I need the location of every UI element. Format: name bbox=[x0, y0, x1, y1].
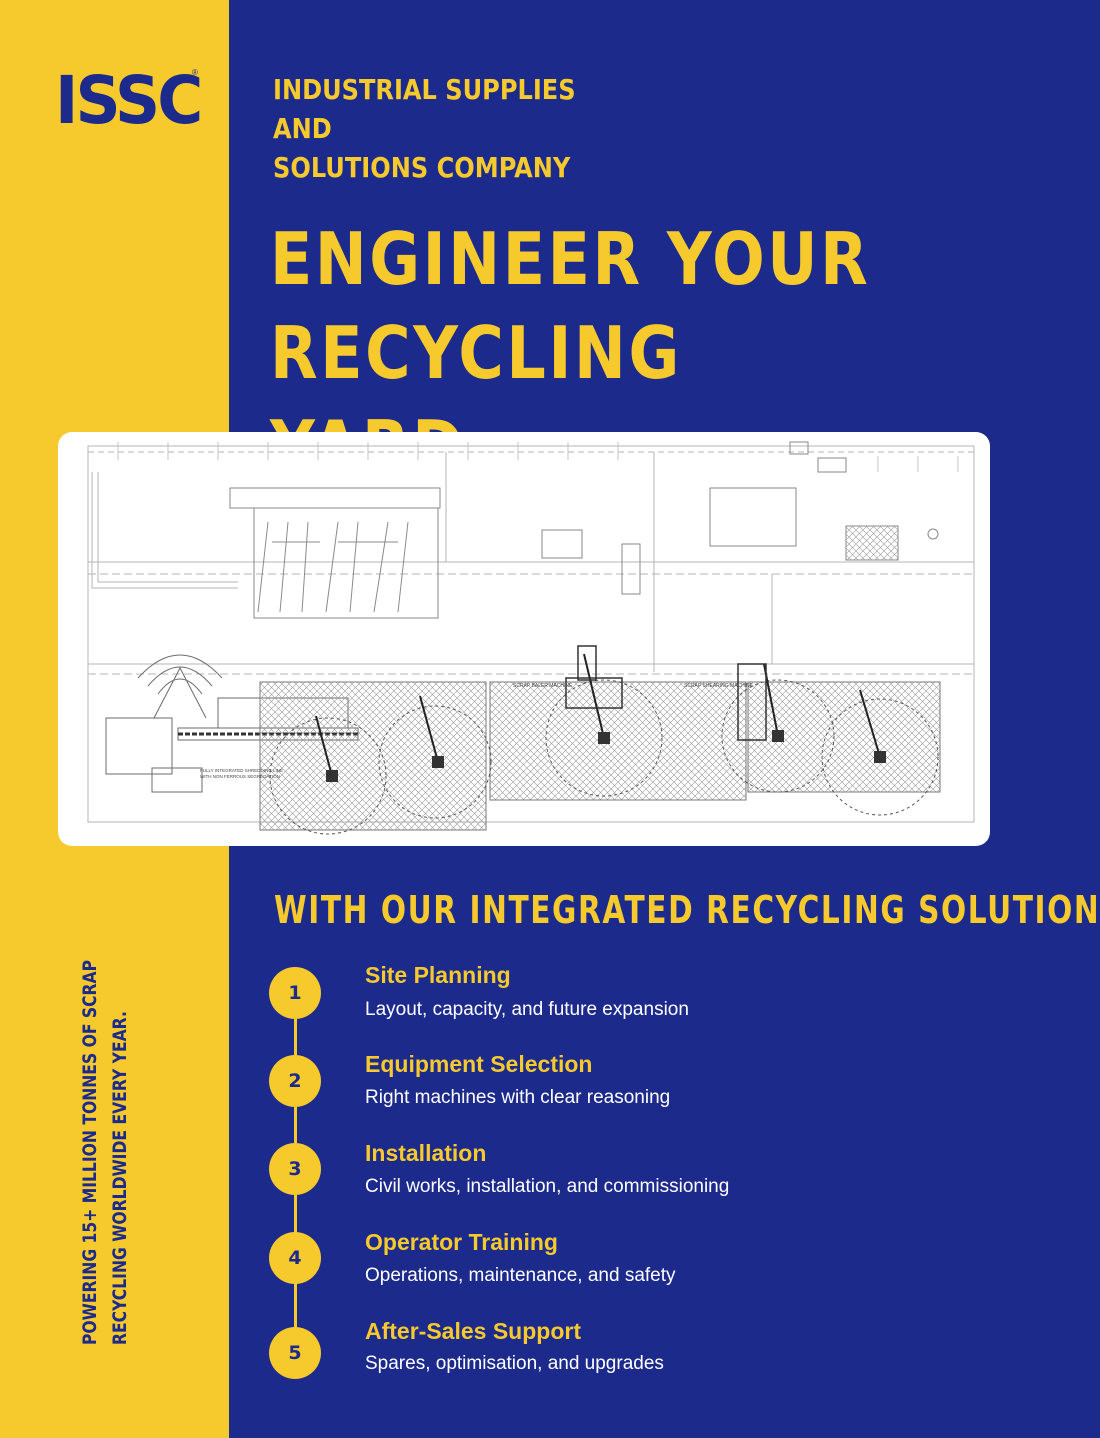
tagline-line-2: RECYCLING WORLDWIDE EVERY YEAR. bbox=[109, 1011, 131, 1345]
issc-logo: ISSC ® bbox=[55, 68, 208, 134]
company-name-line-1: INDUSTRIAL SUPPLIES AND bbox=[273, 73, 576, 145]
vertical-tagline: POWERING 15+ MILLION TONNES OF SCRAP REC… bbox=[75, 960, 135, 1345]
baler-label: SCRAP BALER MACHINE bbox=[513, 683, 573, 689]
headline-line-1: ENGINEER YOUR bbox=[270, 217, 871, 301]
step-number-3: 3 bbox=[269, 1143, 321, 1195]
shear-label: SCRAP SHEARING MACHINE bbox=[684, 683, 754, 689]
step-number-1: 1 bbox=[269, 967, 321, 1019]
step-number-2: 2 bbox=[269, 1055, 321, 1107]
yard-plan-svg: SCRAP BALER MACHINE SCRAP SHEARING MACHI… bbox=[87, 441, 975, 835]
step-description-3: Civil works, installation, and commissio… bbox=[365, 1176, 730, 1197]
tagline-line-1: POWERING 15+ MILLION TONNES OF SCRAP bbox=[79, 959, 101, 1345]
step-title-4: Operator Training bbox=[365, 1229, 558, 1255]
section-subheading: WITH OUR INTEGRATED RECYCLING SOLUTION bbox=[274, 888, 1100, 932]
step-title-1: Site Planning bbox=[365, 962, 511, 988]
company-name-line-2: SOLUTIONS COMPANY bbox=[273, 151, 571, 184]
company-name: INDUSTRIAL SUPPLIES AND SOLUTIONS COMPAN… bbox=[273, 70, 634, 187]
step-title-5: After-Sales Support bbox=[365, 1318, 581, 1344]
step-number-5: 5 bbox=[269, 1327, 321, 1379]
step-number-4: 4 bbox=[269, 1232, 321, 1284]
registered-mark: ® bbox=[192, 68, 198, 77]
yard-layout-drawing: SCRAP BALER MACHINE SCRAP SHEARING MACHI… bbox=[58, 432, 990, 846]
page-headline: ENGINEER YOUR RECYCLING YARD bbox=[270, 212, 872, 494]
step-description-1: Layout, capacity, and future expansion bbox=[365, 999, 689, 1020]
logo-text: ISSC bbox=[55, 62, 203, 139]
step-title-3: Installation bbox=[365, 1140, 487, 1166]
shredder-label-line-2: WITH NON FERROUS SEGREGATION bbox=[200, 774, 280, 779]
step-description-4: Operations, maintenance, and safety bbox=[365, 1265, 676, 1286]
shredder-label-line-1: FULLY INTEGRATED SHREDDING LINE bbox=[200, 768, 283, 773]
step-description-2: Right machines with clear reasoning bbox=[365, 1087, 671, 1108]
step-description-5: Spares, optimisation, and upgrades bbox=[365, 1353, 664, 1374]
step-title-2: Equipment Selection bbox=[365, 1051, 593, 1077]
